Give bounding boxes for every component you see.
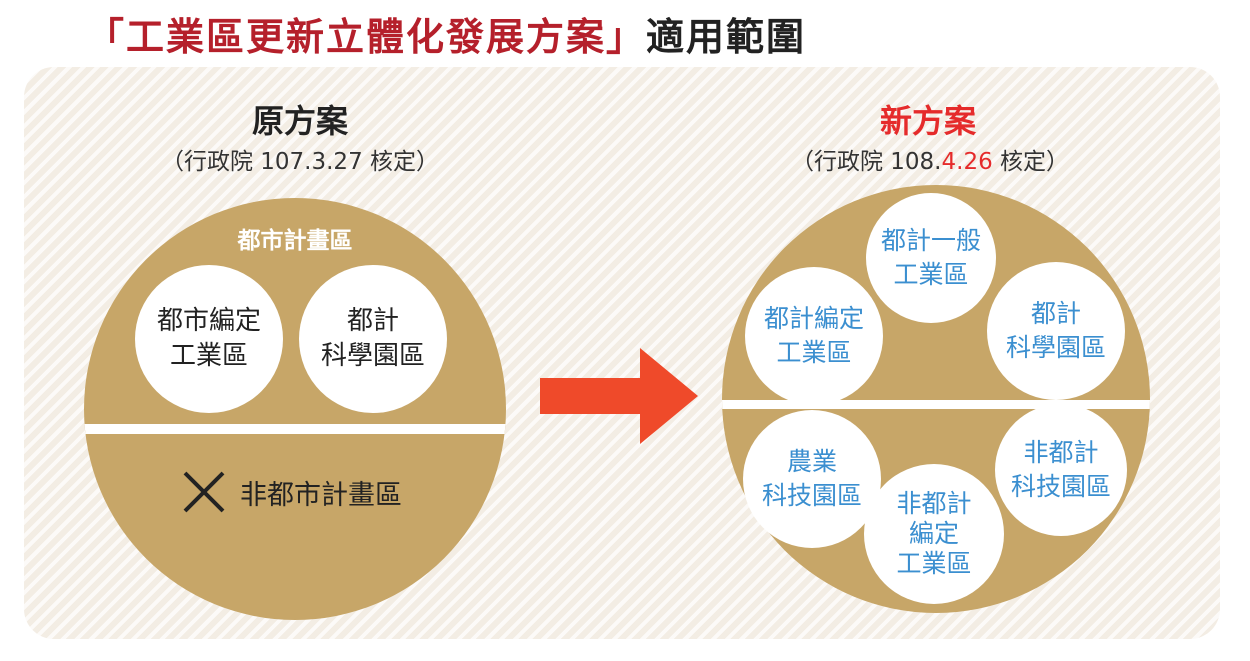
non-urban-label: 非都市計畫區	[240, 479, 402, 511]
original-plan-approval: （行政院 107.3.27 核定）	[160, 149, 440, 175]
new-circle-urban-general-industrial: 都計一般 工業區	[866, 193, 996, 323]
title-plan-name: 「工業區更新立體化發展方案」	[86, 15, 647, 59]
page-title: 「工業區更新立體化發展方案」適用範圍	[86, 6, 806, 66]
new-circle-urban-science-park: 都計 科學園區	[987, 262, 1125, 400]
new-plan-approval: （行政院 108.4.26 核定）	[790, 149, 1070, 175]
non-urban-excluded: 非都市計畫區	[180, 468, 402, 516]
original-divider	[84, 424, 506, 434]
new-circle-non-urban-tech-park: 非都計 科技園區	[995, 404, 1127, 536]
new-circle-non-urban-designated-industrial: 非都計 編定 工業區	[864, 464, 1004, 604]
original-plan-circle	[84, 198, 506, 620]
x-mark-icon	[183, 471, 225, 513]
new-circle-urban-designated-industrial: 都計編定 工業區	[745, 267, 883, 405]
new-circle-agricultural-tech-park: 農業 科技園區	[743, 410, 881, 548]
original-circle-science-park: 都計 科學園區	[299, 265, 447, 413]
original-plan-heading: 原方案	[251, 102, 348, 140]
original-circle-urban-industrial: 都市編定 工業區	[135, 265, 283, 413]
new-divider	[722, 400, 1150, 409]
new-plan-heading: 新方案	[879, 102, 976, 140]
right-arrow-icon	[540, 348, 698, 444]
title-scope: 適用範圍	[646, 15, 807, 59]
urban-planning-area-label: 都市計畫區	[237, 228, 353, 254]
